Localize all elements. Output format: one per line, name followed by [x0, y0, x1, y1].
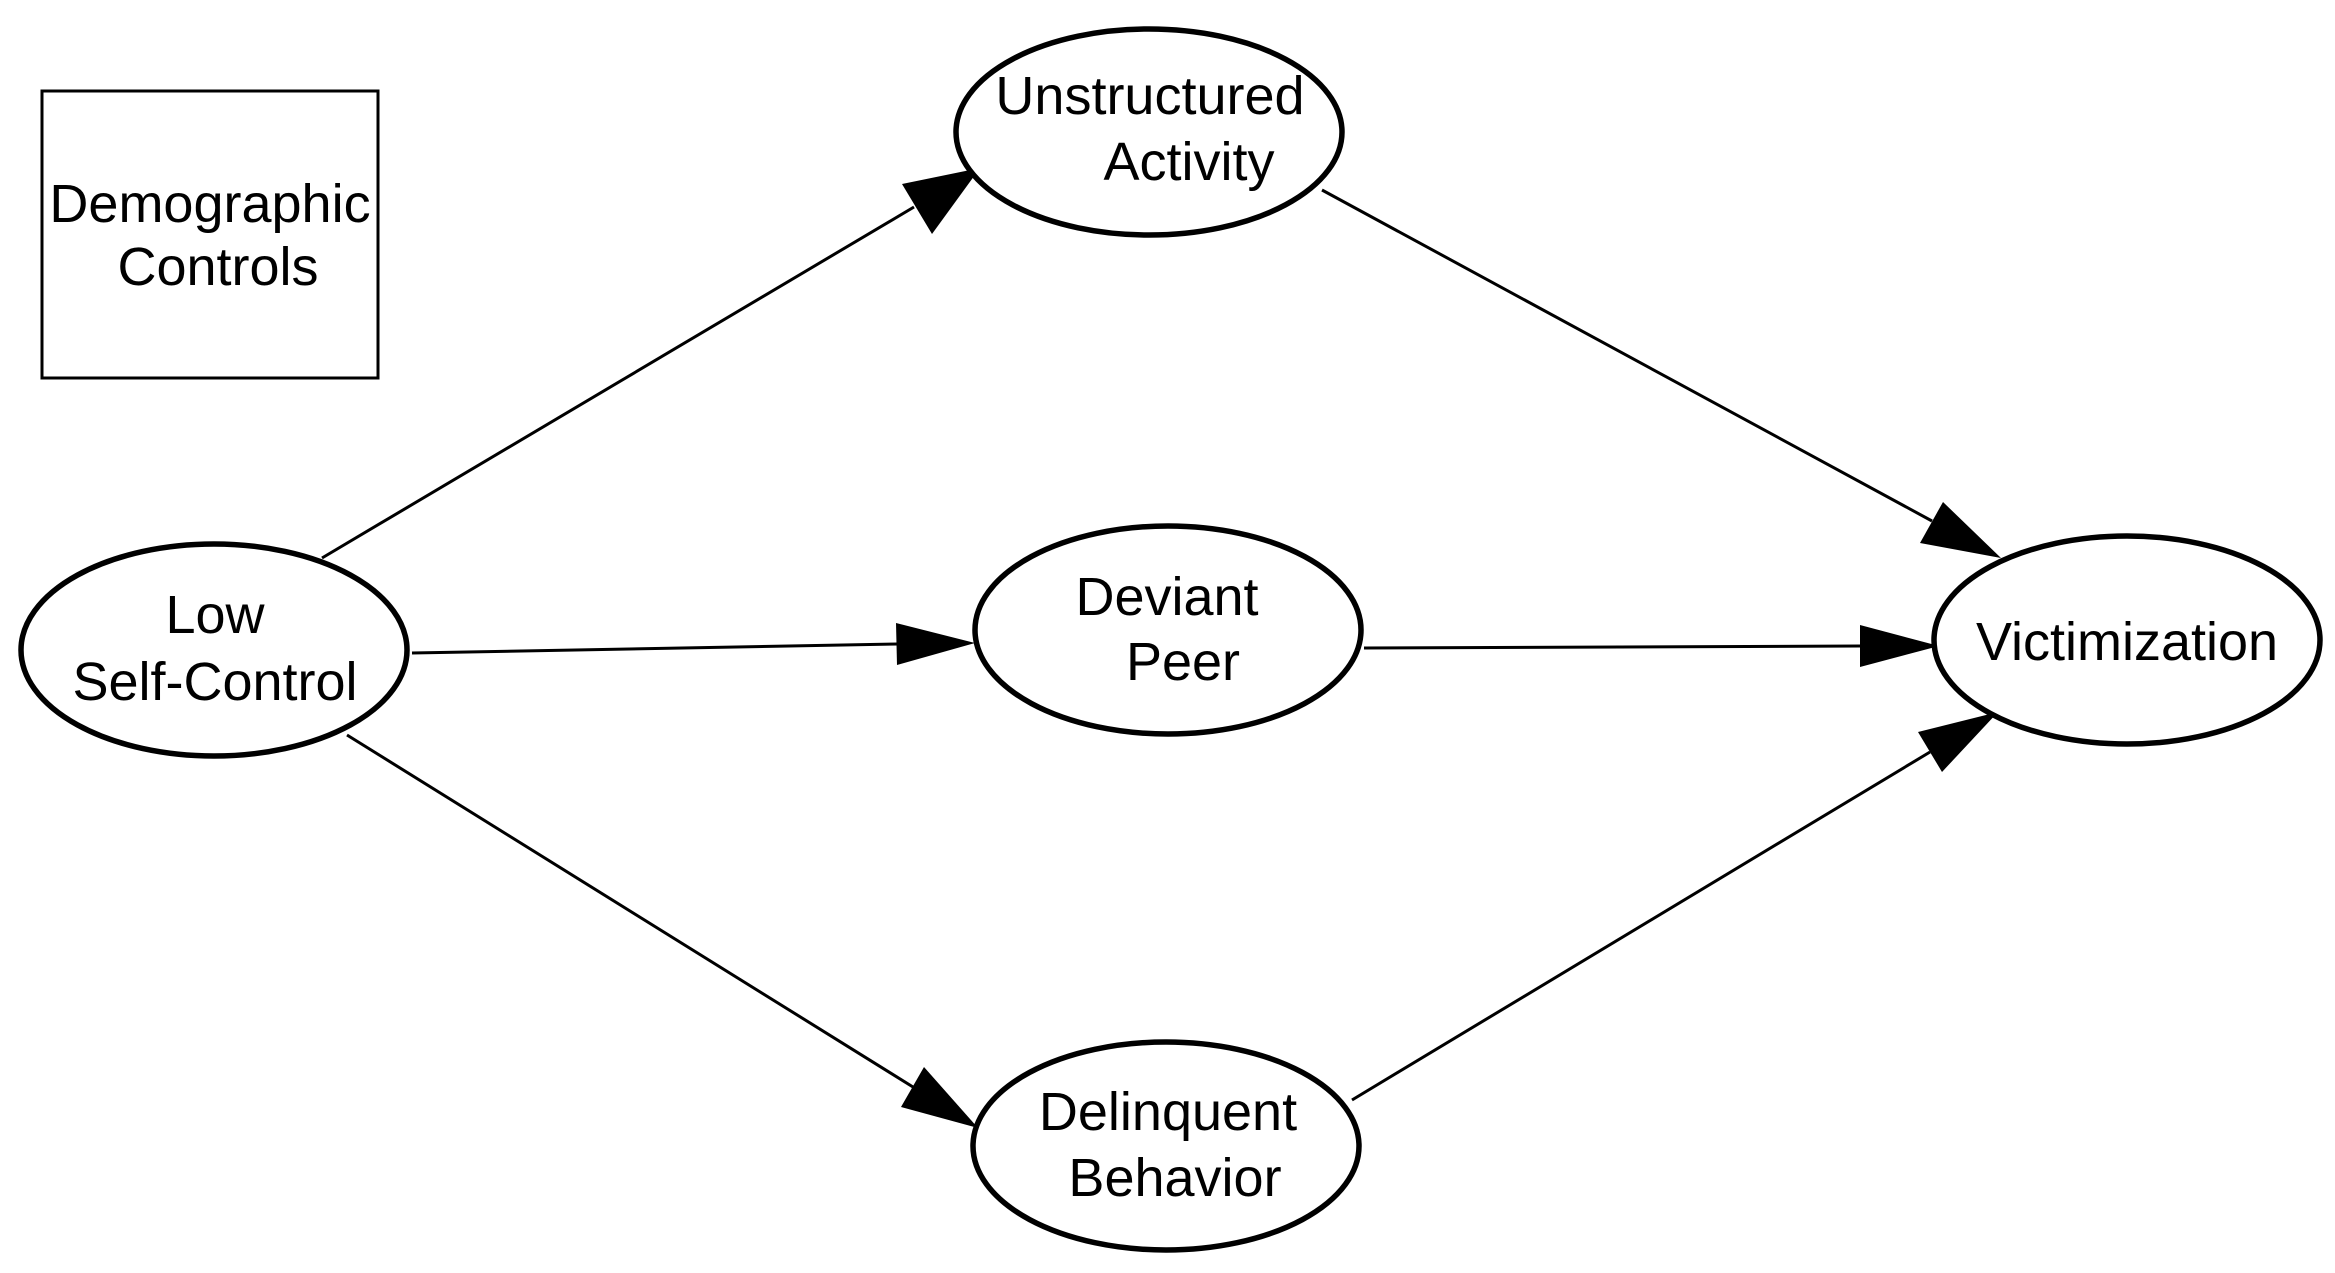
- low-self-control-line1: Low: [165, 585, 265, 645]
- arrowhead-victimization-mid: [1860, 625, 1939, 667]
- node-low-self-control: Low Self-Control: [18, 541, 410, 759]
- edge-delinquent-victimization: [1351, 750, 1931, 1102]
- edge-selfcontrol-delinquent: [346, 733, 914, 1089]
- demographic-controls-line1: Demographic: [49, 174, 370, 234]
- edge-selfcontrol-unstructured: [321, 205, 915, 560]
- demographic-controls-line2: Controls: [117, 237, 318, 297]
- node-delinquent-behavior: Delinquent Behavior: [970, 1039, 1362, 1253]
- unstructured-activity-line2: Activity: [1103, 132, 1274, 192]
- arrowhead-unstructured: [902, 168, 980, 234]
- node-victimization: Victimization: [1931, 533, 2323, 747]
- node-deviant-peer: Deviant Peer: [972, 523, 1364, 737]
- edge-unstructured-victimization: [1321, 188, 1933, 523]
- delinquent-behavior-line2: Behavior: [1068, 1148, 1281, 1208]
- low-self-control-line2: Self-Control: [72, 652, 357, 712]
- node-unstructured-activity: Unstructured Activity: [953, 26, 1345, 238]
- edge-selfcontrol-deviant: [411, 642, 899, 655]
- edges: [321, 168, 2001, 1128]
- arrowhead-victimization-bottom: [1918, 712, 1998, 772]
- deviant-peer-line1: Deviant: [1075, 567, 1258, 627]
- delinquent-behavior-line1: Delinquent: [1039, 1082, 1297, 1142]
- edge-deviant-victimization: [1363, 644, 1861, 650]
- victimization-label: Victimization: [1976, 612, 2278, 672]
- arrowhead-deviant: [896, 623, 975, 665]
- deviant-peer-line2: Peer: [1126, 632, 1240, 692]
- arrowhead-victimization-top: [1920, 502, 2001, 558]
- arrowhead-delinquent: [901, 1067, 978, 1128]
- demographic-controls-box: Demographic Controls: [40, 89, 380, 380]
- unstructured-activity-line1: Unstructured: [995, 66, 1304, 126]
